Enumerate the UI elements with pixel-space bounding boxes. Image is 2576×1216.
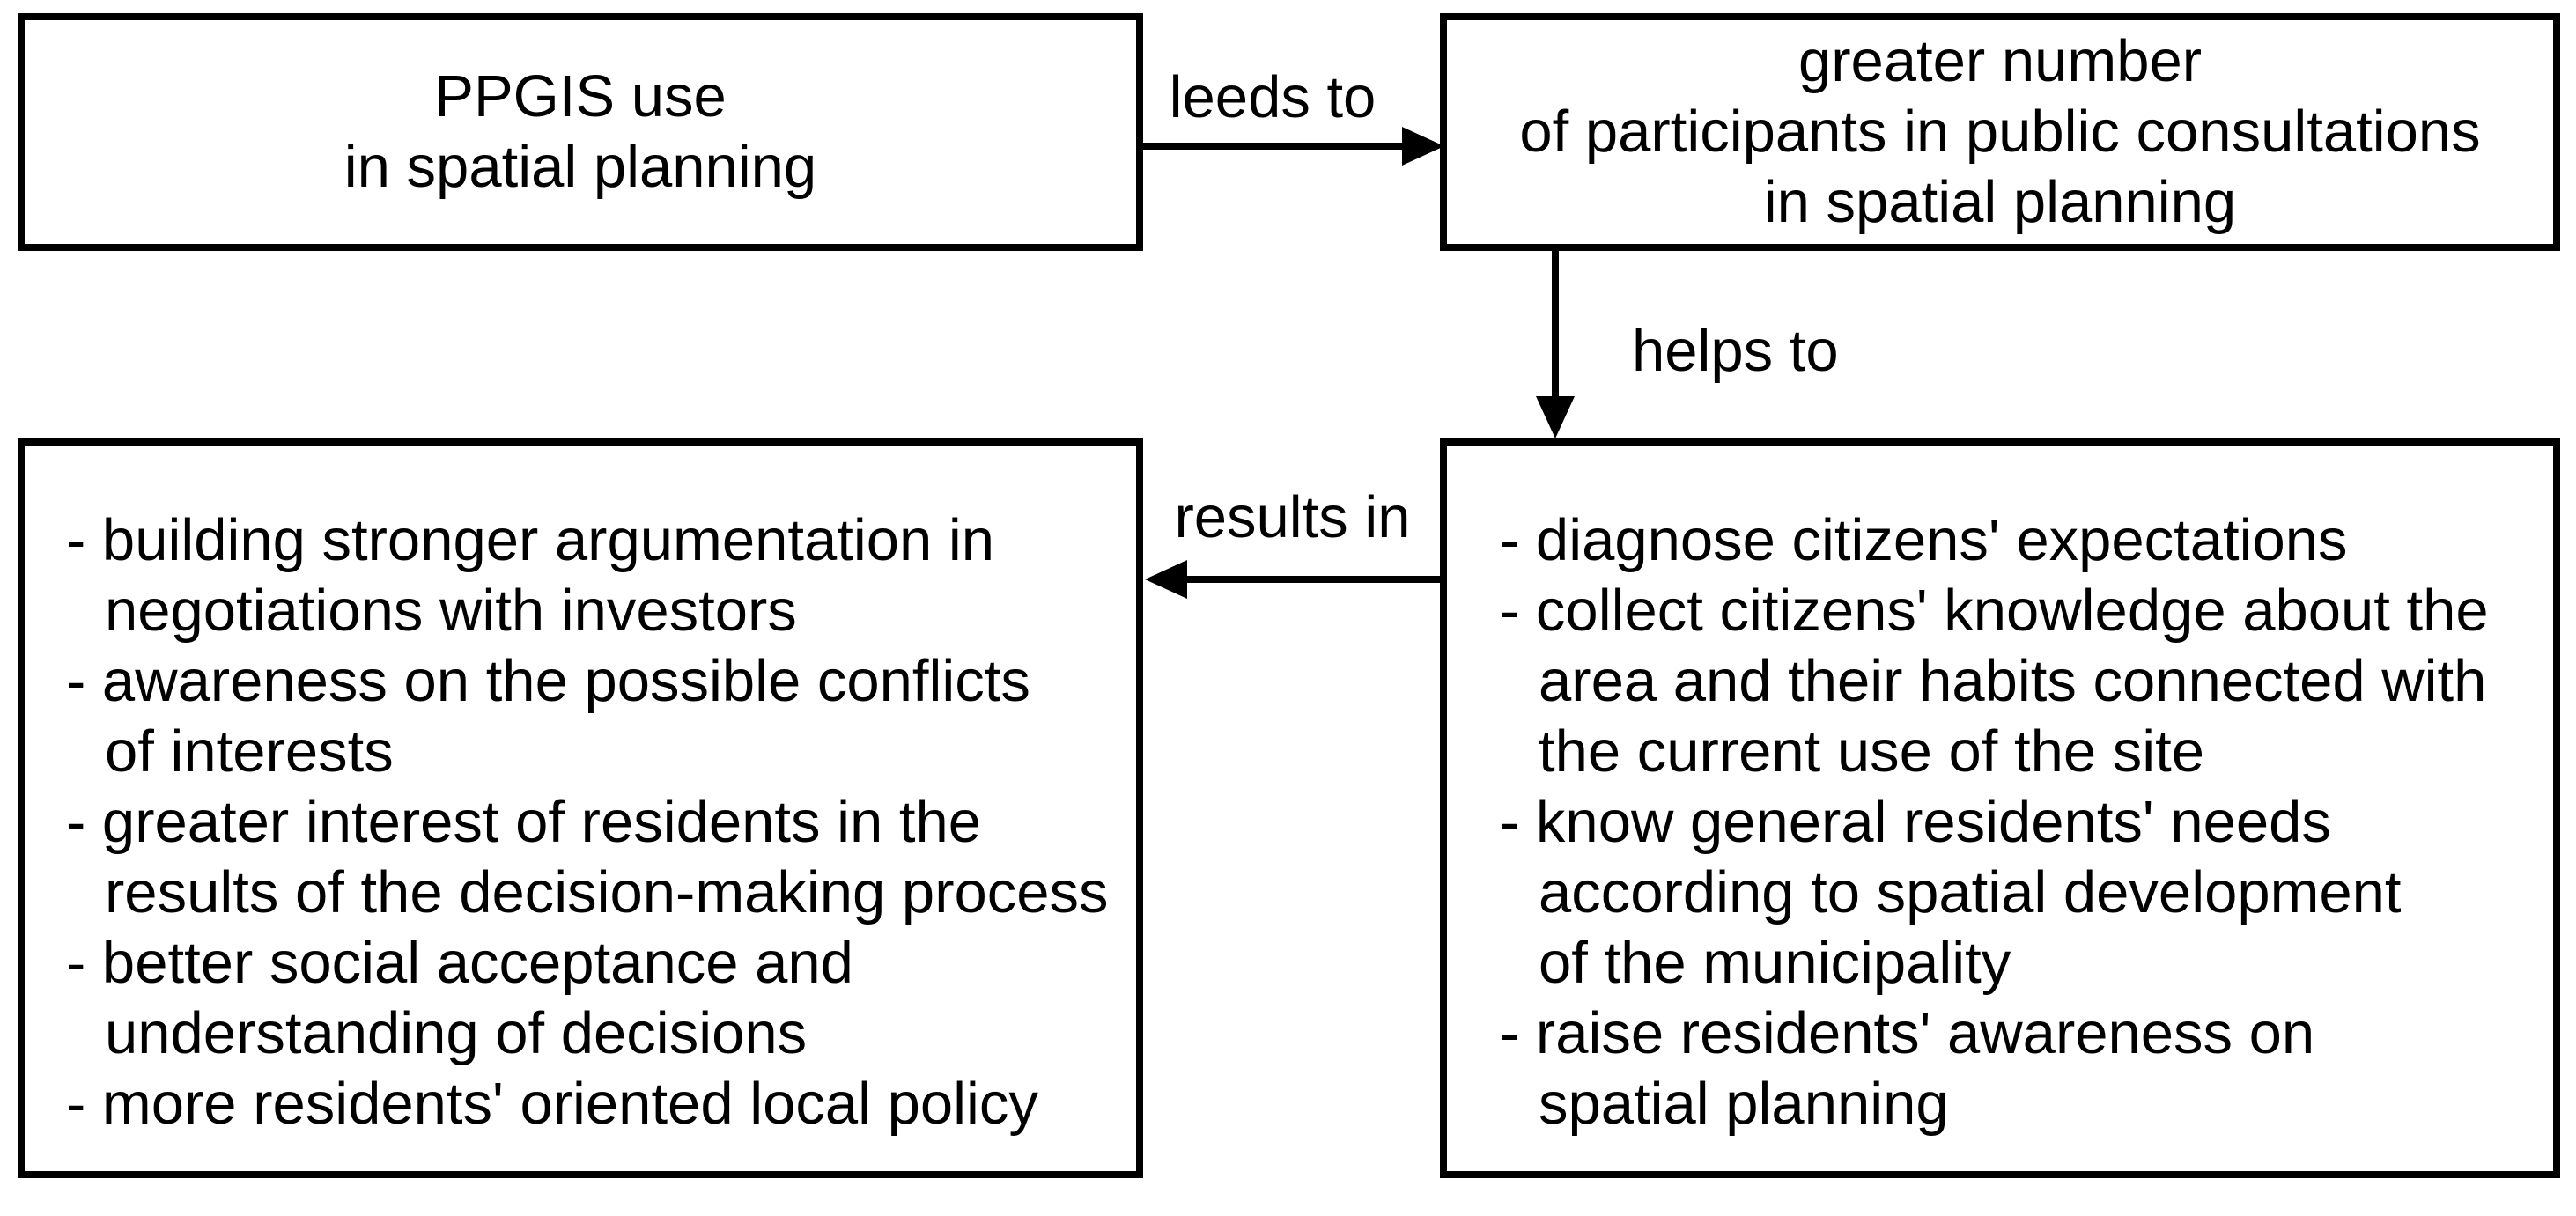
box-ppgis-use: PPGIS use in spatial planning	[18, 13, 1143, 251]
helps-to-arrowhead-icon	[1536, 396, 1575, 438]
bullet-continuation-line: of interests	[105, 719, 394, 785]
bullet-line: - greater interest of residents in the	[66, 789, 982, 855]
helps-to-arrow-line	[1552, 251, 1559, 401]
leads-to-arrow-label: leeds to	[1169, 64, 1377, 130]
bullet-line: - awareness on the possible conflicts	[66, 648, 1030, 714]
box-consultation-objectives: - diagnose citizens' expectations - coll…	[1440, 438, 2560, 1178]
bullet-line: - building stronger argumentation in	[66, 507, 995, 573]
box-greater-participants: greater number of participants in public…	[1440, 13, 2560, 251]
text-line: PPGIS use	[434, 63, 727, 129]
bullet-continuation-line: the current use of the site	[1539, 719, 2205, 785]
leads-to-arrow-line	[1143, 143, 1402, 150]
bullet-continuation-line: negotiations with investors	[105, 578, 797, 644]
results-in-arrow-line	[1185, 576, 1440, 583]
bullet-line: - raise residents' awareness on	[1500, 1000, 2315, 1066]
text-line: in spatial planning	[343, 134, 817, 200]
results-in-arrow-label: results in	[1174, 484, 1411, 550]
bullet-continuation-line: results of the decision-making process	[105, 859, 1109, 925]
bullet-continuation-line: according to spatial development	[1539, 859, 2402, 925]
helps-to-arrow-label: helps to	[1632, 318, 1839, 384]
bullet-line: - diagnose citizens' expectations	[1500, 507, 2348, 573]
bullet-continuation-line: spatial planning	[1539, 1071, 1949, 1137]
bullet-line: - more residents' oriented local policy	[66, 1071, 1038, 1137]
text-line: in spatial planning	[1763, 169, 2237, 235]
box-planning-outcomes: - building stronger argumentation in neg…	[18, 438, 1143, 1178]
bullet-continuation-line: of the municipality	[1539, 930, 2011, 996]
leads-to-arrowhead-icon	[1402, 127, 1444, 166]
bullet-continuation-line: understanding of decisions	[105, 1000, 808, 1066]
bullet-continuation-line: area and their habits connected with	[1539, 648, 2487, 714]
text-line: of participants in public consultations	[1519, 99, 2481, 165]
text-line: greater number	[1797, 28, 2203, 94]
bullet-line: - know general residents' needs	[1500, 789, 2331, 855]
bullet-line: - collect citizens' knowledge about the	[1500, 578, 2489, 644]
results-in-arrowhead-icon	[1145, 560, 1187, 599]
bullet-line: - better social acceptance and	[66, 930, 853, 996]
